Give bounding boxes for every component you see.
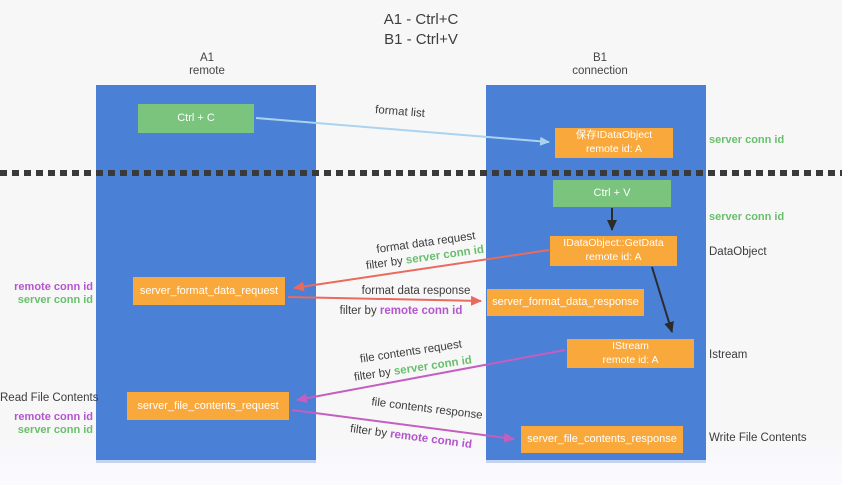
- format-list-label: format list: [374, 104, 426, 120]
- ctrl-c-label: Ctrl + C: [177, 112, 215, 125]
- ctrl-c-box: Ctrl + C: [138, 104, 254, 133]
- getdata-line1: IDataObject::GetData: [563, 237, 664, 250]
- format-data-response-label: format data response: [361, 285, 471, 297]
- istream-box: IStream remote id: A: [567, 339, 694, 368]
- left-remote-conn-id-1: remote conn id: [14, 281, 93, 293]
- column-header-b1: B1 connection: [545, 52, 655, 78]
- ctrl-v-box: Ctrl + V: [553, 180, 671, 207]
- server-file-contents-response-box: server_file_contents_response: [521, 426, 683, 453]
- read-file-contents-label: Read File Contents: [0, 392, 99, 404]
- column-b1-subtitle: connection: [572, 65, 628, 78]
- write-file-contents-label: Write File Contents: [709, 432, 807, 444]
- title-line-1: A1 - Ctrl+C: [383, 11, 459, 28]
- file-contents-response-label: file contents response: [370, 396, 484, 422]
- server-file-contents-request-label: server_file_contents_request: [137, 399, 279, 412]
- filter-by-text: filter by: [353, 366, 392, 384]
- right-server-conn-id-2: server conn id: [709, 211, 785, 223]
- ctrl-v-label: Ctrl + V: [593, 187, 631, 200]
- left-remote-conn-id-2: remote conn id: [14, 411, 93, 423]
- server-format-data-request-box: server_format_data_request: [133, 277, 285, 305]
- title-line-2: B1 - Ctrl+V: [384, 30, 458, 48]
- format-data-response-arrow: [287, 295, 482, 306]
- dataobject-label: DataObject: [709, 246, 767, 258]
- istream-line1: IStream: [612, 339, 649, 352]
- server-format-data-response-box: server_format_data_response: [487, 289, 644, 316]
- server-format-data-response-label: server_format_data_response: [492, 296, 639, 309]
- server-format-data-request-label: server_format_data_request: [139, 284, 279, 297]
- column-a1-name: A1: [199, 52, 215, 64]
- file-contents-response-filter-label: filter by remote conn id: [349, 423, 472, 451]
- column-a1-subtitle: remote: [189, 65, 225, 78]
- remote-conn-id-key: remote conn id: [389, 428, 473, 451]
- getdata-line2: remote id: A: [585, 251, 642, 263]
- column-header-a1: A1 remote: [152, 52, 262, 78]
- format-data-response-filter-label: filter by remote conn id: [340, 305, 463, 317]
- column-b1-name: B1: [592, 52, 608, 64]
- save-idataobject-line1: 保存IDataObject: [575, 129, 653, 142]
- filter-by-text: filter by: [339, 305, 377, 317]
- left-server-conn-id-2: server conn id: [17, 424, 93, 436]
- remote-conn-id-key: remote conn id: [379, 305, 463, 317]
- istream-line2: remote id: A: [602, 353, 659, 366]
- save-idataobject-box: 保存IDataObject remote id: A: [555, 128, 673, 158]
- left-server-conn-id-1: server conn id: [17, 294, 93, 306]
- server-file-contents-response-label: server_file_contents_response: [527, 433, 677, 446]
- filter-by-text: filter by: [349, 423, 388, 440]
- idataobject-getdata-box: IDataObject::GetData remote id: A: [550, 236, 677, 266]
- diagram-title: A1 - Ctrl+C B1 - Ctrl+V: [321, 10, 521, 49]
- machine-boundary-dashed-line: [0, 170, 842, 176]
- right-server-conn-id-1: server conn id: [709, 134, 785, 146]
- save-idataobject-line2: remote id: A: [585, 143, 643, 155]
- istream-side-label: Istream: [709, 349, 748, 361]
- server-file-contents-request-box: server_file_contents_request: [127, 392, 289, 420]
- filter-by-text: filter by: [365, 255, 404, 273]
